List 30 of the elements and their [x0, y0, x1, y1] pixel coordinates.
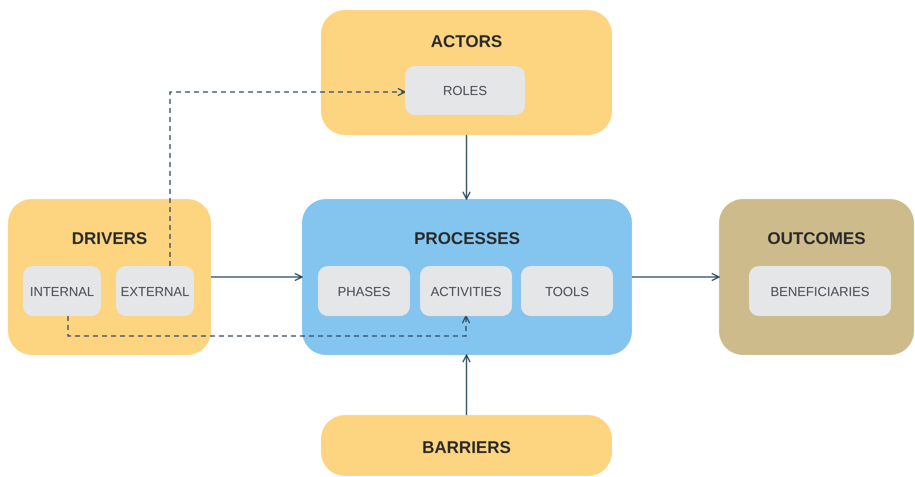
item-label: BENEFICIARIES: [770, 284, 870, 298]
item-label: TOOLS: [545, 284, 589, 298]
group-title: DRIVERS: [70, 229, 148, 249]
group-title: BARRIERS: [421, 438, 512, 458]
arrow: [211, 272, 303, 282]
item-label: ROLES: [442, 83, 488, 98]
item-box: [116, 266, 194, 316]
group-title: PROCESSES: [413, 229, 521, 249]
arrow: [632, 272, 720, 282]
item-box: [521, 266, 613, 316]
group-box: [321, 10, 612, 135]
arrow: [462, 354, 471, 415]
item-label: ACTIVITIES: [430, 284, 502, 298]
item-box: [318, 266, 410, 316]
item-box: [749, 266, 891, 316]
item-label: EXTERNAL: [120, 284, 190, 298]
arrow: [67, 315, 470, 337]
group-box: [8, 199, 211, 355]
item-box: [420, 266, 512, 316]
item-label: PHASES: [338, 284, 390, 298]
group-box: [302, 199, 632, 355]
arrow: [169, 88, 406, 266]
group-box: [719, 199, 914, 355]
group-box: [321, 415, 612, 476]
item-box: [23, 266, 101, 316]
arrow: [462, 135, 471, 200]
group-title: OUTCOMES: [766, 229, 867, 249]
group-title: ACTORS: [430, 32, 504, 52]
item-box: [405, 66, 525, 115]
item-label: INTERNAL: [30, 284, 94, 298]
